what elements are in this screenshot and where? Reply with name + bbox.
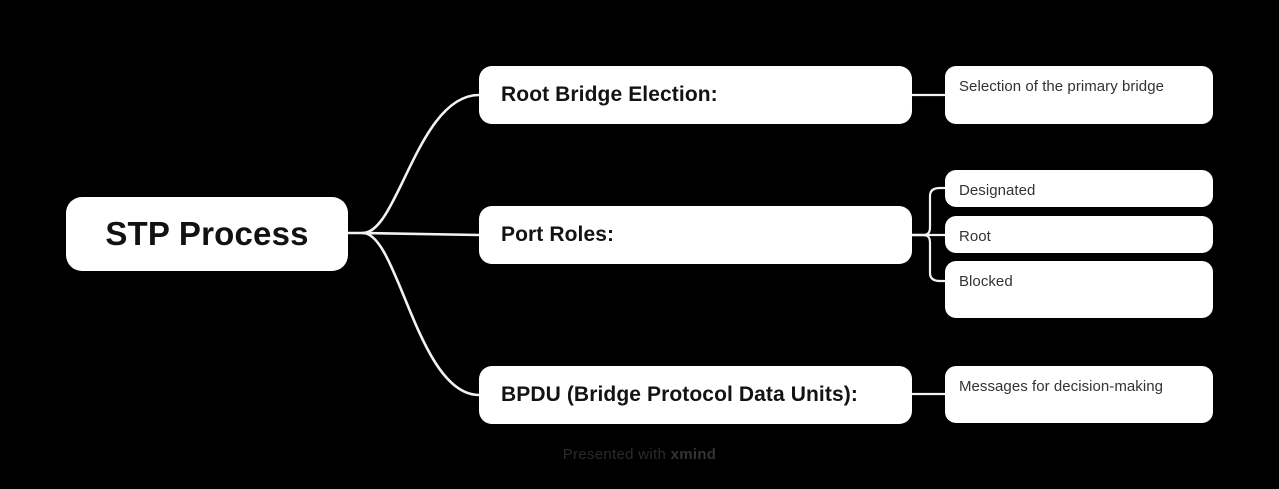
leaf-node-label: Blocked [959, 273, 1013, 290]
connector-branch-2-to-leaf-designated [910, 186, 947, 237]
branch-node-root-bridge-election[interactable]: Root Bridge Election: [479, 66, 912, 124]
leaf-node-designated[interactable]: Designated [945, 170, 1213, 207]
leaf-node-label: Designated [959, 182, 1036, 199]
branch-node-bpdu[interactable]: BPDU (Bridge Protocol Data Units): [479, 366, 912, 424]
leaf-node-messages-for-decision-making[interactable]: Messages for decision-making [945, 366, 1213, 423]
leaf-node-label: Messages for decision-making [959, 378, 1163, 395]
leaf-node-root[interactable]: Root [945, 216, 1213, 253]
connector-root-to-branch-2 [361, 231, 481, 237]
connector-branch-2-to-leaf-blocked [910, 233, 947, 283]
leaf-node-blocked[interactable]: Blocked [945, 261, 1213, 318]
watermark-prefix: Presented with [562, 446, 671, 463]
leaf-node-label: Root [959, 228, 991, 245]
leaf-node-selection-of-the-primary-bridge[interactable]: Selection of the primary bridge [945, 66, 1213, 124]
root-node[interactable]: STP Process [66, 197, 348, 271]
root-node-label: STP Process [105, 215, 309, 252]
branch-node-label: BPDU (Bridge Protocol Data Units): [501, 383, 858, 406]
watermark-brand: xmind [670, 446, 717, 463]
connector-root-to-branch-3 [361, 231, 481, 397]
branch-node-port-roles[interactable]: Port Roles: [479, 206, 912, 264]
watermark: Presented with xmind [0, 446, 1279, 463]
branch-node-label: Root Bridge Election: [501, 83, 718, 106]
leaf-node-label: Selection of the primary bridge [959, 78, 1164, 95]
branch-node-label: Port Roles: [501, 223, 615, 246]
connector-root-to-branch-1 [361, 93, 481, 235]
